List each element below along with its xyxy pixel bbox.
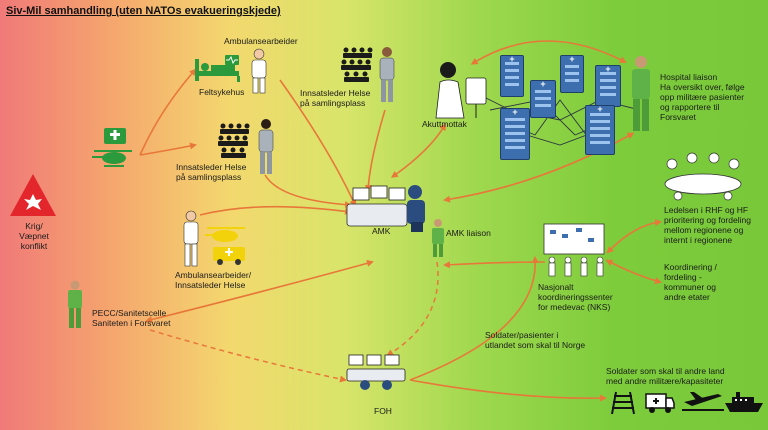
foh-label: FOH bbox=[374, 406, 392, 416]
railway-icon bbox=[611, 391, 635, 415]
control-room-icon bbox=[346, 185, 425, 232]
soldiers-abroad-label: Soldater/pasienter i utlandet som skal t… bbox=[485, 330, 586, 350]
coordination-label: Koordinering / fordeling - kommuner og a… bbox=[664, 262, 717, 302]
hospital-building-icon bbox=[500, 107, 530, 160]
er-label: Akuttmottak bbox=[422, 119, 467, 129]
crowd-icon bbox=[341, 47, 373, 82]
doctor-person-icon bbox=[258, 119, 274, 174]
paramedic-top-label: Ambulansearbeider bbox=[224, 36, 298, 46]
ship-icon bbox=[725, 392, 763, 412]
soldier-icon bbox=[632, 56, 650, 131]
arrow-amk-er bbox=[390, 123, 447, 178]
amk-liaison-label: AMK liaison bbox=[446, 228, 491, 238]
arrow-crowd-to-amk bbox=[364, 109, 386, 192]
incident-leader-mid-label: Innsatsleder Helse på samlingsplass bbox=[176, 162, 247, 182]
nks-label: Nasjonalt koordineringssenter for medeva… bbox=[538, 282, 613, 312]
arrow-paramedic-to-amk bbox=[199, 205, 352, 216]
paramedic-bottom-label: Ambulansearbeider/ Innsatsleder Helse bbox=[175, 270, 252, 290]
arrow-heli-to-leader bbox=[139, 142, 197, 156]
crowd-icon bbox=[218, 123, 250, 158]
amk-label: AMK bbox=[372, 226, 391, 236]
doctor-person-icon bbox=[435, 62, 487, 119]
hospital-building-icon bbox=[595, 64, 621, 107]
incident-leader-top-label: Innsatsleder Helse på samlingsplass bbox=[300, 88, 371, 108]
field-hospital-icon bbox=[195, 55, 240, 82]
airplane-icon bbox=[682, 392, 724, 411]
arrow-nks-rhf bbox=[606, 219, 662, 254]
pecc-label: PECC/Sanitetscelle Saniteten i Forsvaret bbox=[92, 308, 171, 328]
meeting-icon bbox=[664, 152, 742, 201]
hospital-building-icon bbox=[585, 104, 615, 155]
soldiers-other-label: Soldater som skal til andre land med and… bbox=[606, 366, 725, 386]
arrow-dashed-pecc-foh bbox=[149, 329, 347, 383]
arrow-leader-to-amk bbox=[264, 174, 352, 209]
ambulance-truck-icon bbox=[645, 393, 675, 413]
arrow-nks-coord bbox=[605, 259, 662, 285]
arrow-foh-transport bbox=[409, 379, 607, 402]
rhf-label: Ledelsen i RHF og HF prioritering og for… bbox=[664, 205, 751, 245]
soldier-icon bbox=[68, 280, 82, 328]
arrow-pecc-amk bbox=[145, 259, 374, 323]
hospital-building-icon bbox=[560, 54, 584, 93]
arrow-heli-to-field bbox=[139, 68, 197, 156]
hospital-building-icon bbox=[500, 54, 524, 97]
arrow-nks-amk bbox=[443, 261, 546, 269]
yellow-vehicles-icon bbox=[205, 227, 245, 265]
paramedic-person-icon bbox=[251, 48, 267, 94]
arrow-foh-nks bbox=[409, 256, 539, 381]
arrow-field-to-amk bbox=[279, 79, 357, 207]
soldier-icon bbox=[432, 219, 444, 257]
diagram-title: Siv-Mil samhandling (uten NATOs evakueri… bbox=[6, 5, 281, 17]
ambulance-helicopter-icon bbox=[92, 128, 132, 167]
paramedic-person-icon bbox=[183, 210, 199, 267]
field-hospital-label: Feltsykehus bbox=[199, 87, 245, 97]
arrow-dashed-liaison-foh bbox=[386, 261, 439, 357]
hospital-building-icon bbox=[530, 79, 556, 118]
map-board-icon bbox=[543, 223, 605, 277]
war-label: Krig/ Væpnet konflikt bbox=[19, 221, 49, 251]
arrow-er-liaison bbox=[470, 40, 627, 65]
doctor-person-icon bbox=[379, 47, 395, 102]
control-room-icon bbox=[346, 354, 406, 390]
hospital-liaison-label: Hospital liaison Ha oversikt over, følge… bbox=[660, 72, 745, 122]
warning-triangle-icon bbox=[10, 174, 56, 216]
